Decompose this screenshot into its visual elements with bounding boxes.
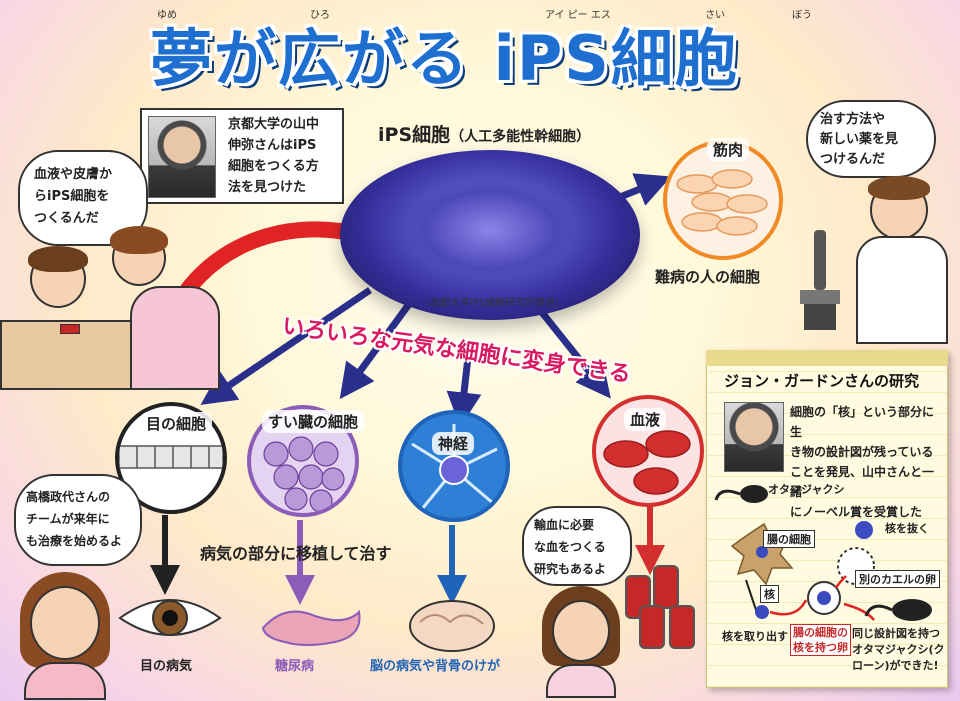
blood-draw-illustration [0, 226, 230, 390]
blood-bags [625, 565, 700, 655]
ips-dish-label: iPS細胞（人工多能性幹細胞） [378, 120, 590, 147]
doctor-bubble-line-1: 治す方法や [820, 112, 886, 127]
transplant-text: 病気の部分に移植して治す [200, 544, 392, 563]
girl-face [30, 586, 100, 660]
girl-speech-bubble: 高橋政代さんの チームが来年に も治療を始めるよ [14, 474, 142, 566]
nucleus-label: 核 [760, 585, 779, 603]
arrow-to-pancreas-cell [339, 297, 415, 400]
yamanaka-text-2: 伸弥さんはiPS [228, 138, 317, 153]
muscle-label: 筋肉 [707, 138, 750, 161]
left-bubble-line-2: らiPS細胞を [34, 189, 110, 204]
doctor-speech-bubble: 治す方法や 新しい薬を見 つけるんだ [806, 100, 936, 178]
gurdon-title: ジョン・ガードンさんの研究 [724, 372, 920, 390]
girl2-speech-bubble: 輸血に必要 な血をつくる 研究もあるよ [522, 506, 632, 586]
muscle-caption: 難病の人の細胞 [655, 268, 761, 286]
yamanaka-text-3: 細胞をつくる方 [228, 159, 319, 174]
microscope [800, 230, 840, 330]
clone-result-line-2: オタマジャクシ(ク [852, 643, 945, 656]
girl2-body [546, 664, 616, 698]
muscle-cells-drawing [676, 169, 768, 236]
pancreas-organ [261, 609, 361, 646]
pancreas-cell-circle [247, 405, 359, 517]
girl-body [24, 662, 106, 700]
eye-cell-label: 目の細胞 [140, 412, 213, 435]
gurdon-line-2: き物の設計図が残っている [790, 445, 934, 459]
cell-colony [405, 180, 575, 280]
yamanaka-text-4: 法を見つけた [228, 180, 307, 195]
title-ruby-bou: ぼう [792, 10, 812, 21]
blood-tube [60, 324, 80, 334]
diabetes-label: 糖尿病 [275, 659, 315, 674]
girl2-bubble-line-1: 輸血に必要 [534, 518, 595, 532]
gurdon-portrait [724, 402, 784, 472]
girl2-bubble-line-2: な血をつくる [534, 540, 606, 554]
take-nucleus-label: 核を取り出す [722, 630, 788, 643]
nerve-cell-circle [398, 410, 510, 522]
frog-egg-label: 別のカエルの卵 [855, 570, 940, 588]
gurdon-line-3: ことを発見、山中さんと一緒 [790, 465, 935, 499]
clone-result-line-1: 同じ設計図を持つ [852, 627, 940, 640]
blood-cells-drawing [603, 430, 691, 495]
brain-spine-label: 脳の病気や背骨のけが [370, 659, 501, 674]
dish-caption: （京都大学iPS細胞研究所提供） [420, 298, 566, 309]
title-ruby-hiro: ひろ [310, 10, 330, 21]
arrow-to-blood-cell [537, 307, 611, 399]
title-ruby-yume: ゆめ [157, 10, 177, 21]
remove-nucleus-label: 核を抜く [885, 522, 929, 535]
eye-disease-label: 目の病気 [140, 659, 193, 674]
doctor-bubble-line-2: 新しい薬を見 [820, 132, 899, 147]
girl2-face [552, 600, 610, 662]
girl2-bubble-line-3: 研究もあるよ [534, 562, 607, 576]
title-ruby-sai: さい [705, 10, 725, 21]
nurse-hair [110, 226, 168, 254]
egg-with-nucleus-label: 腸の細胞の 核を持つ卵 [790, 624, 851, 656]
tadpole-label: オタマジャクシ [768, 483, 845, 496]
egg-with-nucleus-line-2: 核を持つ卵 [793, 641, 848, 654]
nerve-label: 神経 [432, 432, 475, 455]
title-ruby-ips: アイ ピー エス [545, 10, 611, 21]
ips-label-main: iPS細胞 [378, 124, 451, 146]
yamanaka-box: 京都大学の山中 伸弥さんはiPS 細胞をつくる方 法を見つけた [140, 108, 344, 204]
girl-illustration [10, 572, 120, 700]
doctor-bubble-line-3: つけるんだ [820, 152, 886, 167]
pancreas-cells-drawing [263, 436, 345, 513]
blood-cell-circle [592, 395, 704, 507]
eye-cells-drawing [119, 445, 223, 469]
girl-bubble-line-1: 高橋政代さんの [26, 490, 111, 504]
arrow-to-nerve-cell [446, 339, 482, 428]
blood-label: 血液 [624, 408, 667, 431]
doctor-illustration [780, 176, 955, 345]
gurdon-line-1: 細胞の「核」という部分に生 [790, 405, 935, 439]
left-bubble-line-3: つくるんだ [34, 211, 99, 226]
nurse-body [130, 286, 220, 390]
girl-bubble-line-2: チームが来年に [26, 512, 110, 526]
yamanaka-portrait [148, 116, 216, 198]
eye-organ [118, 599, 222, 636]
clone-result-label: 同じ設計図を持つ オタマジャクシ(ク ローン)ができた! [852, 626, 944, 674]
intestine-cell-label: 腸の細胞 [763, 530, 815, 548]
pancreas-cell-label: すい臓の細胞 [262, 410, 365, 433]
ips-label-sub: （人工多能性幹細胞） [450, 129, 591, 145]
left-bubble-line-1: 血液や皮膚か [34, 167, 113, 182]
arrow-to-eye-cell [200, 287, 372, 405]
boy-hair [28, 246, 88, 272]
yamanaka-text-1: 京都大学の山中 [228, 117, 320, 132]
girl2-illustration [536, 586, 626, 698]
left-speech-bubble: 血液や皮膚か らiPS細胞を つくるんだ [18, 150, 148, 246]
page-title: 夢が広がる iPS細胞 [150, 22, 739, 95]
gurdon-line-4: にノーベル賞を受賞した [790, 505, 923, 519]
clone-result-line-3: ローン)ができた! [852, 659, 939, 672]
gurdon-description: 細胞の「核」という部分に生 き物の設計図が残っている ことを発見、山中さんと一緒… [790, 402, 940, 522]
egg-with-nucleus-line-1: 腸の細胞の [793, 626, 848, 639]
nerve-cell-drawing [411, 424, 498, 510]
doctor-coat [856, 236, 948, 344]
doctor-hair [868, 176, 930, 200]
brain-organ [409, 600, 495, 652]
note-top-band [706, 350, 948, 366]
girl-bubble-line-3: も治療を始めるよ [26, 534, 123, 548]
